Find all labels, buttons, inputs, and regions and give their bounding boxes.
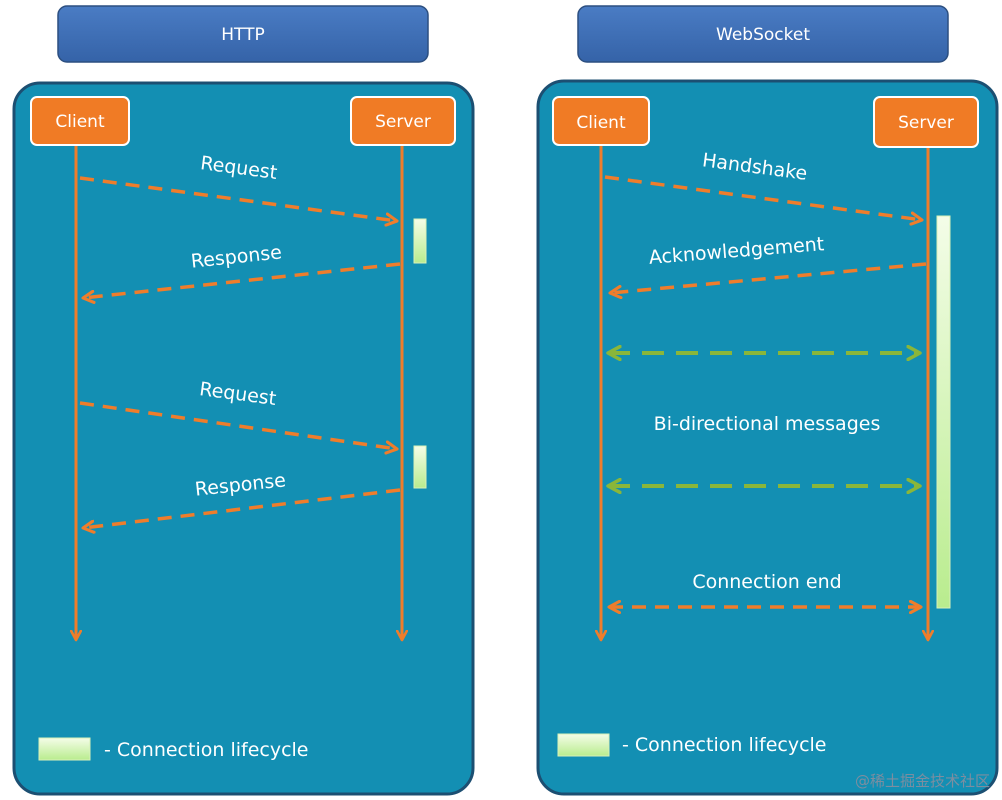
http-title: HTTP [221, 25, 265, 45]
http-client-label: Client [55, 112, 105, 132]
http-connection-lifecycle-bar-2 [413, 445, 427, 489]
http-server-label: Server [375, 112, 431, 132]
http-legend-label: - Connection lifecycle [104, 739, 308, 761]
http-title-box [57, 5, 429, 63]
websocket-server-box [873, 96, 979, 148]
websocket-connection-lifecycle-bar [936, 215, 951, 609]
websocket-panel [536, 79, 999, 796]
http-panel [12, 81, 475, 796]
websocket-connection-end-label: Connection end [692, 571, 841, 593]
websocket-title: WebSocket [716, 25, 810, 45]
websocket-legend-label: - Connection lifecycle [622, 734, 826, 756]
websocket-client-box [552, 96, 650, 146]
websocket-legend-swatch [557, 733, 610, 757]
http-connection-lifecycle-bar-1 [413, 218, 427, 264]
websocket-server-label: Server [898, 113, 954, 133]
websocket-handshake-arrow [604, 175, 922, 220]
websocket-title-box [577, 5, 949, 63]
http-request-arrow-1 [79, 176, 397, 221]
http-client-box [30, 96, 130, 146]
http-legend-swatch [38, 737, 91, 761]
http-server-box [350, 96, 456, 146]
http-response-arrow-2 [83, 488, 401, 528]
websocket-bidirectional-label: Bi-directional messages [654, 413, 881, 435]
http-response-arrow-1 [83, 262, 401, 298]
http-section: HTTP Client Server Request Response Requ… [12, 5, 475, 796]
websocket-section: WebSocket Client Server Handshake Acknow… [536, 5, 999, 796]
websocket-acknowledgement-arrow [610, 262, 927, 293]
websocket-client-label: Client [576, 113, 626, 133]
watermark: @稀土掘金技术社区 [855, 772, 990, 790]
http-request-arrow-2 [79, 401, 397, 449]
